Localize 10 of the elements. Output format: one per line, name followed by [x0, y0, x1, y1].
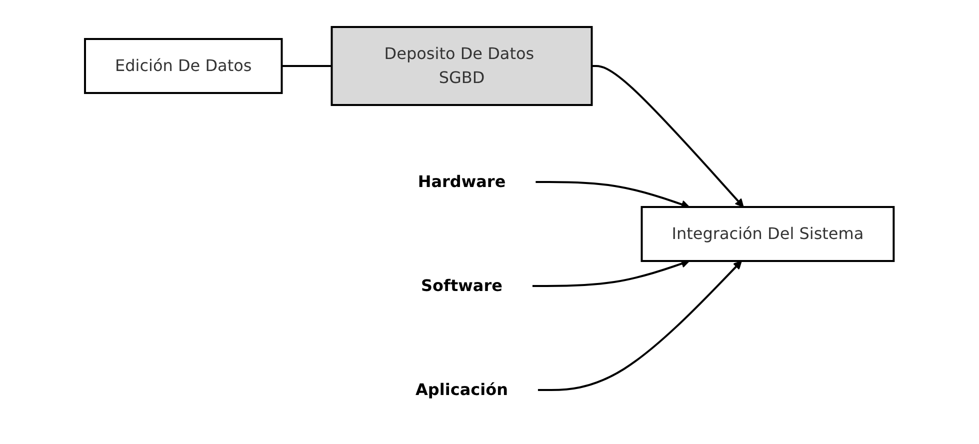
arrow — [538, 260, 742, 391]
node-text: Aplicación — [416, 380, 508, 399]
node-text: Hardware — [418, 172, 506, 191]
node-box: Deposito De Datos SGBD — [330, 26, 593, 106]
node-box: Edición De Datos — [84, 38, 283, 94]
node-box: Integración Del Sistema — [640, 206, 895, 262]
node-text: Software — [421, 276, 503, 295]
connector — [282, 65, 332, 67]
arrow — [592, 65, 744, 208]
arrow — [536, 181, 690, 209]
